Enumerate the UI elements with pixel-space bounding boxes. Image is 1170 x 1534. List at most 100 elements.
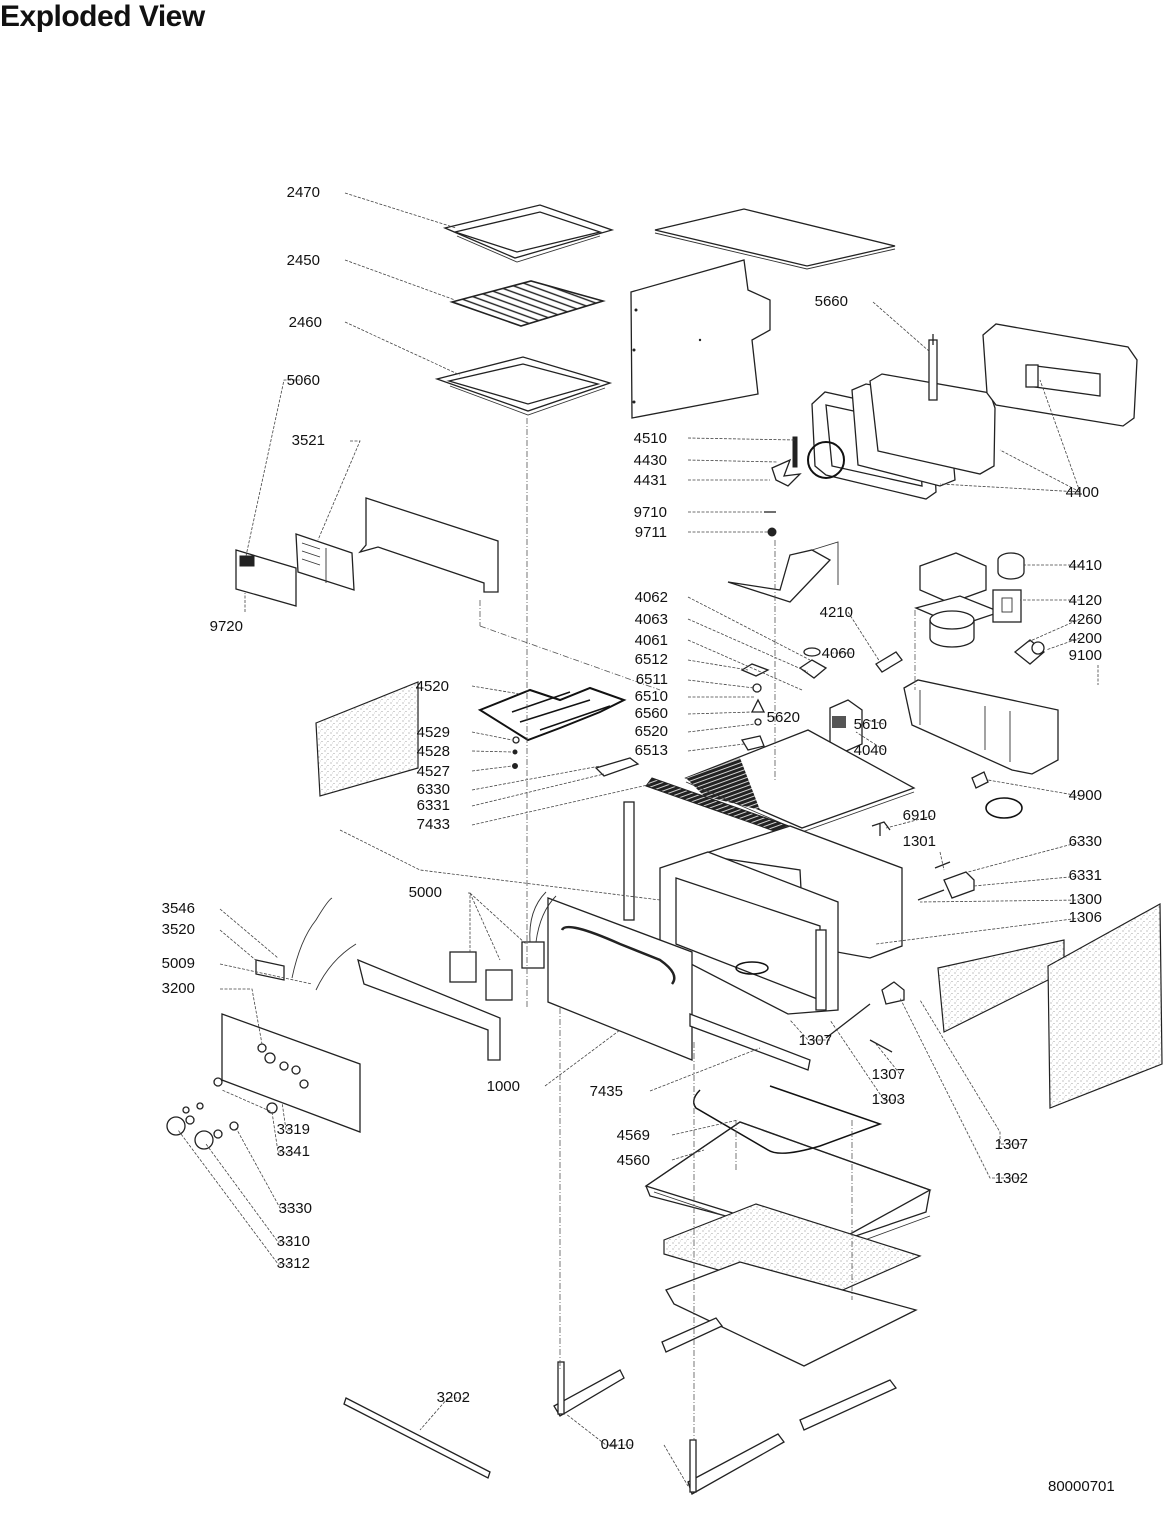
part-hinges-1300-1307 [825, 861, 975, 1053]
part-label-4431: 4431 [634, 472, 667, 489]
part-label-3341: 3341 [277, 1143, 310, 1160]
part-label-3200: 3200 [162, 980, 195, 997]
part-label-1307: 1307 [872, 1066, 905, 1083]
part-5060-control-board [235, 549, 297, 607]
part-label-4430: 4430 [634, 452, 667, 469]
part-label-2450: 2450 [287, 252, 320, 269]
part-2450-grill-rack [449, 280, 606, 327]
part-3200-control-fascia [221, 1013, 361, 1133]
part-label-1303: 1303 [872, 1091, 905, 1108]
part-side-panel-upper [630, 259, 771, 419]
part-label-4120: 4120 [1069, 592, 1102, 609]
part-label-5000: 5000 [409, 884, 442, 901]
part-label-4062: 4062 [635, 589, 668, 606]
part-label-4400: 4400 [1066, 484, 1099, 501]
part-label-4510: 4510 [634, 430, 667, 447]
part-4410-fan-motor [914, 552, 1025, 648]
part-insulation-left [315, 681, 419, 797]
part-label-5060: 5060 [287, 372, 320, 389]
part-label-9100: 9100 [1069, 647, 1102, 664]
part-label-1307: 1307 [799, 1032, 832, 1049]
part-label-3546: 3546 [162, 900, 195, 917]
part-label-4900: 4900 [1069, 787, 1102, 804]
part-label-1306: 1306 [1069, 909, 1102, 926]
part-label-0410: 0410 [601, 1436, 634, 1453]
part-label-3330: 3330 [279, 1200, 312, 1217]
part-label-4520: 4520 [416, 678, 449, 695]
part-label-2470: 2470 [287, 184, 320, 201]
part-6510-6560-thermostat-parts [740, 663, 770, 751]
part-3521-board-cover [295, 533, 355, 591]
part-label-6331: 6331 [1069, 867, 1102, 884]
part-0410-rails [553, 1317, 898, 1495]
part-4210-lamp [875, 651, 903, 673]
part-control-panel-bracket [358, 497, 499, 593]
part-top-oven-housing [645, 729, 916, 841]
part-label-6513: 6513 [635, 742, 668, 759]
part-label-6512: 6512 [635, 651, 668, 668]
part-bottom-insulation [663, 1203, 922, 1301]
part-7435-door-trim [689, 1013, 811, 1071]
part-label-9720: 9720 [210, 618, 243, 635]
part-label-5610: 5610 [854, 716, 887, 733]
part-label-7433: 7433 [417, 816, 450, 833]
part-label-2460: 2460 [289, 314, 322, 331]
part-label-4200: 4200 [1069, 630, 1102, 647]
part-label-4528: 4528 [417, 743, 450, 760]
part-label-4061: 4061 [635, 632, 668, 649]
part-label-6510: 6510 [635, 688, 668, 705]
part-label-4040: 4040 [854, 742, 887, 759]
part-label-1000: 1000 [487, 1078, 520, 1095]
part-label-1300: 1300 [1069, 891, 1102, 908]
part-control-bracket-front [357, 958, 501, 1061]
part-label-5009: 5009 [162, 955, 195, 972]
part-air-deflector [727, 541, 839, 603]
part-label-6330: 6330 [417, 781, 450, 798]
part-label-5620: 5620 [767, 709, 800, 726]
part-label-4569: 4569 [617, 1127, 650, 1144]
part-label-4410: 4410 [1069, 557, 1102, 574]
part-4520-grill-element [477, 686, 627, 742]
part-6910-clip [871, 821, 891, 836]
part-label-3319: 3319 [277, 1121, 310, 1138]
part-5000-thermostat-switches [449, 891, 557, 1001]
part-label-7435: 7435 [590, 1083, 623, 1100]
part-label-1302: 1302 [995, 1170, 1028, 1187]
part-label-3520: 3520 [162, 921, 195, 938]
part-oven-cavity [623, 801, 903, 1015]
part-5660-tube [928, 334, 938, 401]
part-label-4210: 4210 [820, 604, 853, 621]
part-label-1301: 1301 [903, 833, 936, 850]
part-label-4063: 4063 [635, 611, 668, 628]
part-label-3312: 3312 [277, 1255, 310, 1272]
part-4900-power-cord [971, 771, 1023, 819]
part-4527-4529-fasteners [512, 736, 520, 769]
assembly-axes [479, 418, 916, 1440]
part-label-9711: 9711 [635, 524, 667, 541]
part-label-4060: 4060 [822, 645, 855, 662]
part-3202-trim-strip [343, 1397, 491, 1479]
part-label-6520: 6520 [635, 723, 668, 740]
part-label-6511: 6511 [636, 671, 668, 688]
part-label-4560: 4560 [617, 1152, 650, 1169]
part-label-6330: 6330 [1069, 833, 1102, 850]
part-5610-4040-terminal-block [829, 699, 863, 753]
page-title: Exploded View [0, 0, 205, 33]
part-label-6910: 6910 [903, 807, 936, 824]
part-label-3310: 3310 [277, 1233, 310, 1250]
part-label-9710: 9710 [634, 504, 667, 521]
part-bottom-tray [665, 1261, 918, 1367]
part-9710-9711-fixings [764, 511, 777, 537]
part-label-5660: 5660 [815, 293, 848, 310]
part-1000-oven-door [547, 897, 693, 1061]
part-label-6560: 6560 [635, 705, 668, 722]
part-6330-door-lock [594, 757, 640, 777]
part-label-4529: 4529 [417, 724, 450, 741]
part-label-3521: 3521 [292, 432, 325, 449]
part-top-cover-panel [654, 208, 896, 270]
part-2460-drip-tray [434, 356, 613, 416]
part-4060-4062-lamp-holder [798, 647, 828, 679]
part-label-4527: 4527 [417, 763, 450, 780]
part-4400-fan-cover-assembly [811, 323, 1138, 500]
